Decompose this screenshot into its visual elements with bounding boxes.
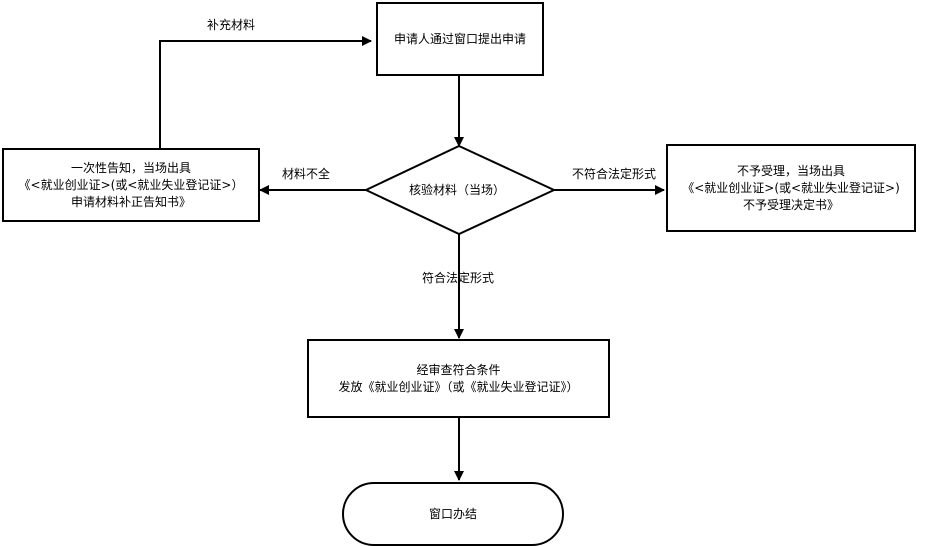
node-reject-line3: 不予受理决定书》 (742, 197, 839, 212)
edge-label-conforming: 符合法定形式 (422, 271, 495, 285)
edge-notice-to-apply (159, 36, 372, 148)
node-done-text: 窗口办结 (428, 506, 477, 521)
node-done: 窗口办结 (342, 482, 564, 546)
edge-label-nonconforming: 不符合法定形式 (572, 167, 657, 181)
node-reject-line1: 不予受理，当场出具 (736, 163, 845, 178)
edge-label-supplement: 补充材料 (207, 18, 256, 32)
node-reject: 不予受理，当场出具 《<就业创业证>(或<就业失业登记证>) 不予受理决定书》 (666, 144, 916, 232)
node-issue: 经审查符合条件 发放《就业创业证》（或《就业失业登记证》） (307, 339, 610, 418)
node-notice: 一次性告知，当场出具 《<就业创业证>(或<就业失业登记证>） 申请材料补正告知… (2, 148, 260, 222)
node-reject-line2: 《<就业创业证>(或<就业失业登记证>) (682, 180, 900, 195)
edge-label-incomplete: 材料不全 (282, 167, 331, 181)
node-issue-line2: 发放《就业创业证》（或《就业失业登记证》） (338, 379, 579, 394)
node-notice-line2: 《<就业创业证>(或<就业失业登记证>） (18, 177, 244, 192)
node-apply: 申请人通过窗口提出申请 (376, 2, 544, 76)
node-apply-text: 申请人通过窗口提出申请 (393, 31, 526, 46)
node-notice-line3: 申请材料补正告知书》 (70, 194, 191, 209)
node-issue-line1: 经审查符合条件 (416, 362, 501, 377)
node-check-text: 核验材料（当场） (409, 183, 506, 197)
node-notice-line1: 一次性告知，当场出具 (70, 160, 191, 175)
